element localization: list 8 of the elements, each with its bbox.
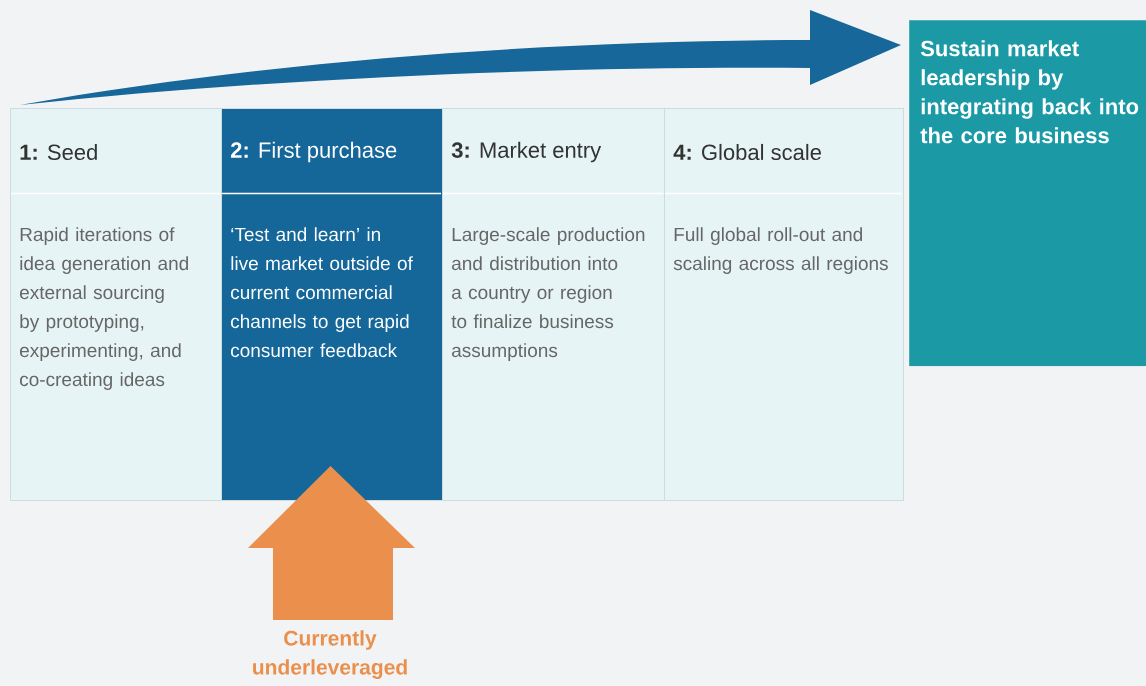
note-text: Currently underleveraged [253, 630, 407, 679]
goal-box: Sustain market leadership by integrating back into the core business [909, 20, 1146, 367]
curved-arrow [20, 10, 901, 105]
stage-column: 1: Seed Rapid iterations of idea generation and external sourcing by prototyping, experimenting, and co-creating ideas [10, 108, 222, 501]
stage-column: 2: First purchase ‘Test and learn’ in live market outside of current commercial channels to get rapid consumer feedback [221, 108, 443, 501]
stage-column: 3: Market entry Large-scale production and distribution into a country or region to finalize business assumptions [442, 108, 665, 501]
stage-column: 4: Global scale Full global roll-out and scaling across all regions [664, 108, 904, 501]
block-arrow [248, 466, 415, 620]
